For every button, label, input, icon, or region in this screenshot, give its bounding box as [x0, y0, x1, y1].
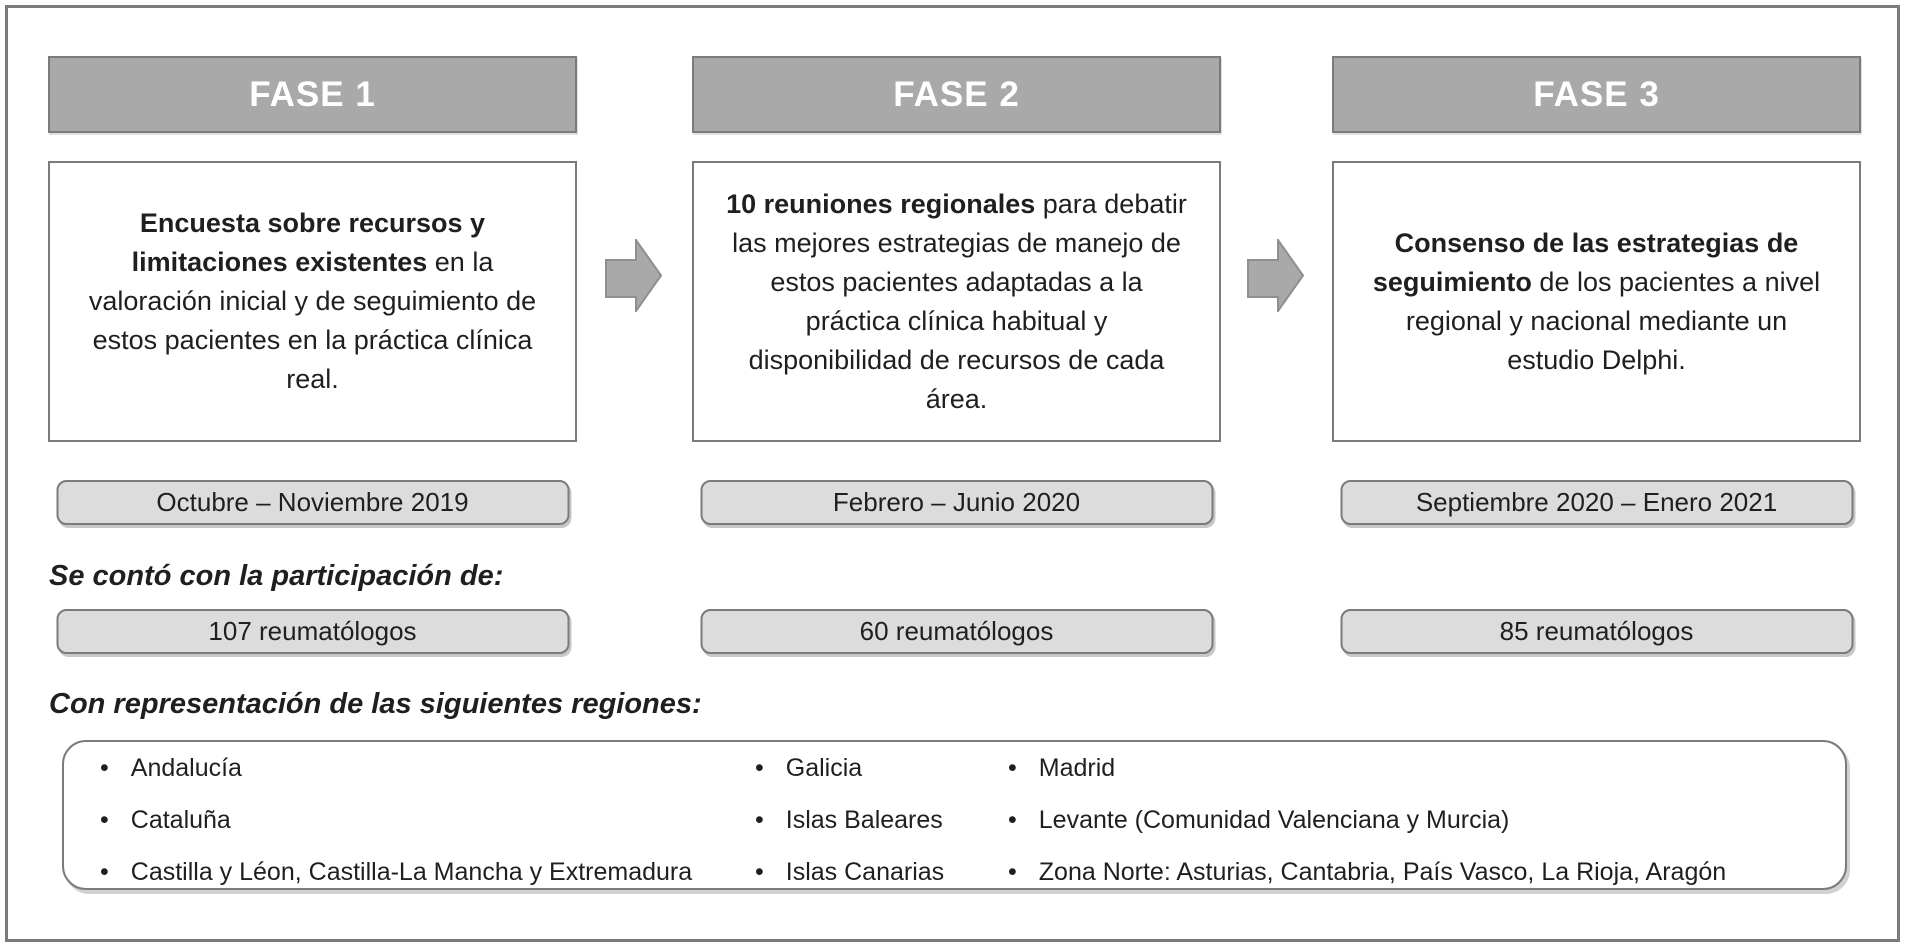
phase-3-date-range-pill: Septiembre 2020 – Enero 2021 — [1340, 480, 1853, 525]
arrow-right-icon — [1247, 239, 1304, 312]
phase-2-participants-pill: 60 reumatólogos — [700, 609, 1213, 654]
region-item-label: Castilla y Léon, Castilla-La Mancha y Ex… — [130, 857, 693, 886]
bullet-icon: • — [1008, 805, 1017, 834]
bullet-icon: • — [755, 753, 764, 782]
region-item: • Cataluña — [100, 794, 692, 846]
region-item: • Levante (Comunidad Valenciana y Murcia) — [1008, 794, 1726, 846]
arrow-right-icon — [605, 239, 662, 312]
phase-3-description: Consenso de las estrategias de seguimien… — [1362, 224, 1831, 380]
phase-1-column: FASE 1 Encuesta sobre recursos y limitac… — [48, 0, 577, 947]
region-item-label: Islas Baleares — [785, 805, 943, 834]
region-item-label: Andalucía — [130, 753, 242, 782]
region-list-column-2: • Galicia • Islas Baleares • Islas Canarias — [755, 742, 944, 898]
phase-1-participants-pill: 107 reumatólogos — [56, 609, 569, 654]
phase-3-column: FASE 3 Consenso de las estrategias de se… — [1332, 0, 1861, 947]
bullet-icon: • — [755, 857, 764, 886]
region-item-label: Islas Canarias — [785, 857, 945, 886]
region-item: • Andalucía — [100, 742, 692, 794]
region-list-column-1: • Andalucía • Cataluña • Castilla y Léon, C… — [100, 742, 692, 898]
region-item-label: Levante (Comunidad Valenciana y Murcia) — [1038, 805, 1510, 834]
bullet-icon: • — [1008, 857, 1017, 886]
bullet-icon: • — [100, 857, 109, 886]
region-item: • Galicia — [755, 742, 944, 794]
phase-2-description: 10 reuniones regionales para debatir las… — [722, 185, 1191, 419]
phase-2-column: FASE 2 10 reuniones regionales para deba… — [692, 0, 1221, 947]
phase-1-date-range-pill: Octubre – Noviembre 2019 — [56, 480, 569, 525]
phase-3-header: FASE 3 — [1332, 56, 1861, 133]
region-list-column-3: • Madrid • Levante (Comunidad Valenciana y… — [1008, 742, 1726, 898]
phase-2-date-range-pill: Febrero – Junio 2020 — [700, 480, 1213, 525]
regions-label: Con representación de las siguientes reg… — [49, 688, 702, 720]
phase-1-description-box: Encuesta sobre recursos y limitaciones e… — [48, 161, 577, 442]
region-item: • Islas Baleares — [755, 794, 944, 846]
phase-2-description-rest: para debatir las mejores estrategias de … — [732, 188, 1187, 414]
region-item: • Zona Norte: Asturias, Cantabria, País V… — [1008, 846, 1726, 898]
region-item-label: Cataluña — [130, 805, 231, 834]
regions-panel: • Andalucía • Cataluña • Castilla y Léon, C… — [62, 740, 1847, 890]
bullet-icon: • — [100, 805, 109, 834]
phase-3-title: FASE 3 — [1533, 74, 1660, 114]
phase-1-description-rest: en la valoración inicial y de seguimient… — [88, 247, 537, 394]
phase-3-description-bold: Consenso de las estrategias de seguimien… — [1372, 227, 1799, 297]
bullet-icon: • — [1008, 753, 1017, 782]
region-item-label: Madrid — [1038, 753, 1116, 782]
region-item-label: Zona Norte: Asturias, Cantabria, País Va… — [1038, 857, 1727, 886]
region-item: • Castilla y Léon, Castilla-La Mancha y E… — [100, 846, 692, 898]
phase-2-description-bold: 10 reuniones regionales — [726, 188, 1036, 219]
region-item-label: Galicia — [785, 753, 863, 782]
phase-2-description-box: 10 reuniones regionales para debatir las… — [692, 161, 1221, 442]
phase-3-description-box: Consenso de las estrategias de seguimien… — [1332, 161, 1861, 442]
phase-2-header: FASE 2 — [692, 56, 1221, 133]
phase-3-participants-pill: 85 reumatólogos — [1340, 609, 1853, 654]
participation-label: Se contó con la participación de: — [49, 560, 504, 592]
bullet-icon: • — [755, 805, 764, 834]
phase-1-description: Encuesta sobre recursos y limitaciones e… — [78, 204, 547, 399]
phase-1-title: FASE 1 — [249, 74, 376, 114]
phase-2-title: FASE 2 — [893, 74, 1020, 114]
region-item: • Islas Canarias — [755, 846, 944, 898]
bullet-icon: • — [100, 753, 109, 782]
region-item: • Madrid — [1008, 742, 1726, 794]
phase-3-description-rest: de los pacientes a nivel regional y naci… — [1405, 266, 1821, 375]
phase-1-header: FASE 1 — [48, 56, 577, 133]
phase-1-description-bold: Encuesta sobre recursos y limitaciones e… — [131, 208, 486, 277]
